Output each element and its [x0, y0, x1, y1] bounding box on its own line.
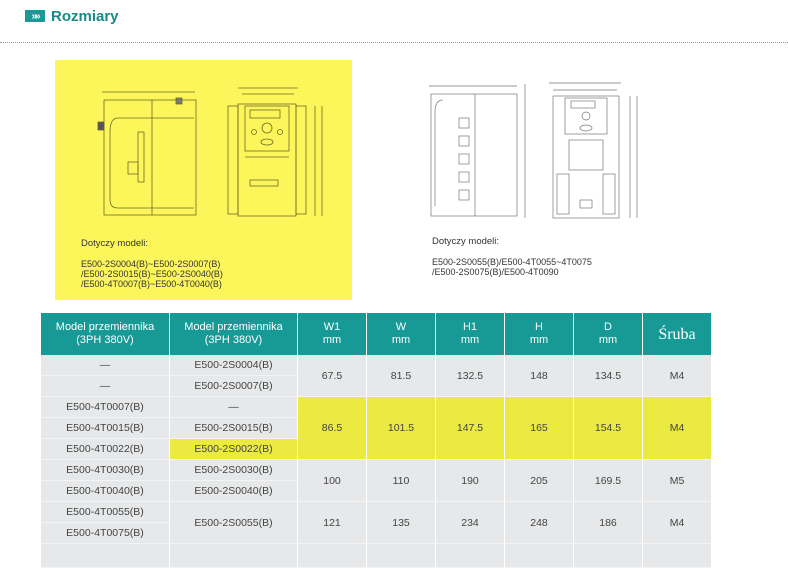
- model-cell-highlighted: E500-2S0022(B): [170, 439, 297, 460]
- d-cell: 134.5: [574, 355, 642, 397]
- table-row: — E500-2S0007(B): [41, 376, 711, 397]
- model-cell: E500-2S0015(B): [170, 418, 297, 439]
- table-row: E500-4T0055(B) E500-2S0055(B) 121 135 23…: [41, 502, 711, 544]
- applies-to-label: Dotyczy modeli:: [81, 238, 149, 249]
- model-cell: E500-2S0040(B): [170, 481, 297, 502]
- table-row: E500-4T0007(B) — 86.5 101.5 147.5 165 15…: [41, 397, 711, 460]
- empty-cell: [170, 544, 297, 568]
- model-cell: E500-4T0040(B): [41, 481, 169, 502]
- screw-cell: M4: [643, 397, 711, 460]
- applies-to-models: E500-2S0055(B)/E500-4T0055~4T0075 /E500-…: [432, 257, 592, 277]
- model-cell: E500-4T0055(B): [41, 502, 169, 523]
- model-cell: E500-2S0007(B): [170, 376, 297, 397]
- empty-cell: [436, 544, 504, 568]
- model-cell: —: [41, 376, 169, 397]
- w-cell: 81.5: [367, 355, 435, 397]
- empty-cell: [298, 544, 366, 568]
- header-model-1ph: Model przemiennika(3PH 380V): [170, 313, 297, 355]
- empty-cell: [643, 544, 711, 568]
- dotted-divider: [0, 42, 788, 43]
- w-cell: 101.5: [367, 397, 435, 460]
- h-cell: 148: [505, 355, 573, 397]
- d-cell: 186: [574, 502, 642, 544]
- w-cell: 135: [367, 502, 435, 544]
- w1-cell: 86.5: [298, 397, 366, 460]
- model-cell: —: [41, 355, 169, 376]
- header-sruba: Śruba: [643, 313, 711, 355]
- table-row: E500-4T0022(B) E500-2S0022(B): [41, 439, 711, 460]
- h1-cell: 234: [436, 502, 504, 544]
- table-row: E500-4T0040(B) E500-2S0040(B): [41, 481, 711, 502]
- section-title: Rozmiary: [51, 7, 119, 25]
- screw-cell: M4: [643, 502, 711, 544]
- model-cell: E500-4T0022(B): [41, 439, 169, 460]
- double-chevron-right-icon: »»: [25, 10, 45, 22]
- table-row: [41, 544, 711, 568]
- screw-cell: M5: [643, 460, 711, 502]
- model-cell: E500-4T0030(B): [41, 460, 169, 481]
- empty-cell: [574, 544, 642, 568]
- empty-cell: [505, 544, 573, 568]
- model-cell: E500-4T0015(B): [41, 418, 169, 439]
- model-cell: —: [170, 397, 297, 418]
- h1-cell: 190: [436, 460, 504, 502]
- dimension-diagram-large: Dotyczy modeli: E500-2S0055(B)/E500-4T00…: [420, 60, 670, 300]
- table-row: E500-4T0015(B) E500-2S0015(B): [41, 418, 711, 439]
- empty-cell: [41, 544, 169, 568]
- applies-to-label: Dotyczy modeli:: [432, 236, 500, 247]
- h1-cell: 132.5: [436, 355, 504, 397]
- inverter-drawing-icon: [97, 87, 323, 217]
- header-model-3ph: Model przemiennika(3PH 380V): [41, 313, 169, 355]
- table-header-row: Model przemiennika(3PH 380V) Model przem…: [41, 313, 711, 355]
- inverter-drawing-icon: [429, 82, 638, 219]
- applies-to-models: E500-2S0004(B)~E500-2S0007(B) /E500-2S00…: [81, 259, 223, 289]
- w1-cell: 121: [298, 502, 366, 544]
- dimension-diagram-small: Dotyczy modeli: E500-2S0004(B)~E500-2S00…: [55, 60, 352, 300]
- model-cell: E500-4T0075(B): [41, 523, 169, 544]
- h-cell: 165: [505, 397, 573, 460]
- dimensions-table: Model przemiennika(3PH 380V) Model przem…: [40, 313, 712, 568]
- model-cell: E500-2S0030(B): [170, 460, 297, 481]
- screw-cell: M4: [643, 355, 711, 397]
- table-row: E500-4T0075(B): [41, 523, 711, 544]
- empty-cell: [367, 544, 435, 568]
- table-row: E500-4T0030(B) E500-2S0030(B) 100 110 19…: [41, 460, 711, 502]
- d-cell: 154.5: [574, 397, 642, 460]
- w1-cell: 100: [298, 460, 366, 502]
- d-cell: 169.5: [574, 460, 642, 502]
- model-cell: E500-2S0004(B): [170, 355, 297, 376]
- h-cell: 205: [505, 460, 573, 502]
- w1-cell: 67.5: [298, 355, 366, 397]
- table-row: — E500-2S0004(B) 67.5 81.5 132.5 148 134…: [41, 355, 711, 397]
- model-cell: E500-4T0007(B): [41, 397, 169, 418]
- section-header: »» Rozmiary: [25, 6, 119, 26]
- model-cell: E500-2S0055(B): [170, 502, 297, 544]
- w-cell: 110: [367, 460, 435, 502]
- h1-cell: 147.5: [436, 397, 504, 460]
- h-cell: 248: [505, 502, 573, 544]
